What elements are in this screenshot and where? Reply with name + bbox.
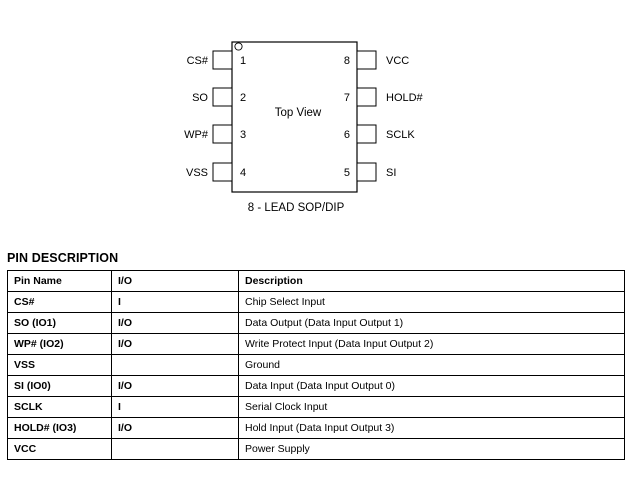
header-io: I/O xyxy=(111,270,239,292)
pin-lead xyxy=(356,50,377,70)
io-cell: I/O xyxy=(111,417,239,439)
pin-name-cell: HOLD# (IO3) xyxy=(7,417,112,439)
pin-name-label: HOLD# xyxy=(386,92,424,104)
io-cell xyxy=(111,354,239,376)
pin-name-label: SO xyxy=(192,92,208,104)
pin-name-cell: VCC xyxy=(7,438,112,460)
pin-name-label: WP# xyxy=(184,129,209,141)
pin-number: 6 xyxy=(344,129,350,141)
pin-name-label: VSS xyxy=(186,167,208,179)
package-caption: 8 - LEAD SOP/DIP xyxy=(248,202,345,214)
description-cell: Serial Clock Input xyxy=(238,396,625,418)
pin-lead xyxy=(212,124,233,144)
pin-number: 5 xyxy=(344,167,350,179)
description-cell: Data Output (Data Input Output 1) xyxy=(238,312,625,334)
section-title: PIN DESCRIPTION xyxy=(7,251,119,265)
pin-number: 4 xyxy=(240,167,246,179)
pin-name-cell: CS# xyxy=(7,291,112,313)
io-cell: I xyxy=(111,396,239,418)
description-cell: Power Supply xyxy=(238,438,625,460)
pin-name-cell: SI (IO0) xyxy=(7,375,112,397)
description-cell: Hold Input (Data Input Output 3) xyxy=(238,417,625,439)
pin-name-label: CS# xyxy=(187,55,209,67)
table-header-row: Pin Name I/O Description xyxy=(7,270,625,292)
pin-name-cell: VSS xyxy=(7,354,112,376)
pin-lead xyxy=(212,162,233,182)
pin-name-cell: SCLK xyxy=(7,396,112,418)
pin-name-label: VCC xyxy=(386,55,409,67)
chip-pinout-diagram: Top View 8 - LEAD SOP/DIP 1 CS# 2 SO 3 WP# 4 VS… xyxy=(184,41,424,214)
pin-layer: 1 CS# 2 SO 3 WP# 4 VSS 8 VCC 7 HOLD# 6 SCLK 5 SI xyxy=(184,50,424,182)
io-cell: I/O xyxy=(111,375,239,397)
header-description: Description xyxy=(238,270,625,292)
io-cell: I xyxy=(111,291,239,313)
pin-lead xyxy=(356,162,377,182)
pin-lead xyxy=(356,124,377,144)
io-cell: I/O xyxy=(111,333,239,355)
top-view-label: Top View xyxy=(275,107,322,119)
pin-right-1: 8 VCC xyxy=(344,50,409,70)
header-pin-name: Pin Name xyxy=(7,270,112,292)
pin-lead xyxy=(212,50,233,70)
pin-left-3: 3 WP# xyxy=(184,124,246,144)
pin-right-3: 6 SCLK xyxy=(344,124,415,144)
pin1-indicator-icon xyxy=(234,42,243,51)
pin-name-cell: WP# (IO2) xyxy=(7,333,112,355)
pin-lead xyxy=(212,87,233,107)
pin-name-label: SI xyxy=(386,167,396,179)
pin-left-4: 4 VSS xyxy=(186,162,246,182)
pin-right-4: 5 SI xyxy=(344,162,396,182)
table-row: VCC Power Supply xyxy=(7,438,625,460)
pin-right-2: 7 HOLD# xyxy=(344,87,424,107)
pin-number: 1 xyxy=(240,55,246,67)
pin-left-1: 1 CS# xyxy=(187,50,246,70)
pin-number: 8 xyxy=(344,55,350,67)
io-cell xyxy=(111,438,239,460)
pin-number: 2 xyxy=(240,92,246,104)
pin-name-label: SCLK xyxy=(386,129,415,141)
description-cell: Chip Select Input xyxy=(238,291,625,313)
pin-number: 3 xyxy=(240,129,246,141)
pin-name-cell: SO (IO1) xyxy=(7,312,112,334)
description-cell: Data Input (Data Input Output 0) xyxy=(238,375,625,397)
chip-body xyxy=(231,41,358,193)
table-row: VSS Ground xyxy=(7,354,625,376)
pin-left-2: 2 SO xyxy=(192,87,246,107)
pin-lead xyxy=(356,87,377,107)
description-cell: Write Protect Input (Data Input Output 2… xyxy=(238,333,625,355)
description-cell: Ground xyxy=(238,354,625,376)
pin-number: 7 xyxy=(344,92,350,104)
io-cell: I/O xyxy=(111,312,239,334)
